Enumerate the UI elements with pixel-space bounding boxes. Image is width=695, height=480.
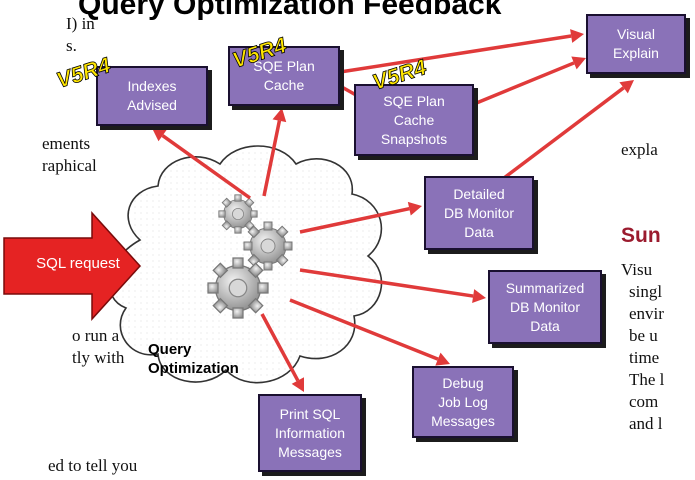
print-sql-line2: Information [274,424,346,441]
section-heading: Sun [621,224,661,247]
print-sql-line3: Messages [278,443,342,460]
indexes-advised-line2: Advised [127,97,177,113]
bg-text-left-3a: o run a [72,326,120,345]
bg-text-right-4: envir [629,304,664,323]
gear-icon-medium [243,221,293,271]
bg-text-left-4: ed to tell you [48,456,138,475]
bg-text-left-1a: I) in [66,14,95,33]
query-optimization-line2: Optimization [148,360,239,377]
summarized-monitor-line1: Summarized [505,279,585,296]
arrow-to-print-sql-info [260,313,304,392]
debug-job-log-line1: Debug [442,374,484,391]
sqe-plan-cache-line1: SQE Plan [253,58,315,74]
summarized-monitor-line3: Data [530,317,560,334]
bg-text-left-3b: tly with [72,348,125,367]
bg-text-right-7: The l [629,370,665,389]
arrow-to-sqe-plan-cache [262,108,287,197]
query-optimization-label: Query Optimization [148,340,239,378]
debug-job-log-line2: Job Log [438,393,488,410]
bg-text-right-3: singl [629,282,663,301]
indexes-advised-box: Indexes Advised [96,66,208,126]
arrow-to-detailed-monitor [299,201,422,234]
bg-text-right-5: be u [629,326,658,345]
sqe-snapshots-line2: Cache [393,111,435,128]
sql-request-label: SQL request [36,255,120,272]
bg-text-left-2a: ements [42,134,91,153]
debug-job-log-line3: Messages [431,412,495,429]
detailed-monitor-line2: DB Monitor [443,204,515,221]
query-optimization-line1: Query [148,341,192,358]
debug-job-log-box: Debug Job Log Messages [412,366,514,438]
bg-text-right-6: time [629,348,660,367]
bg-text-left-2b: raphical [42,156,97,175]
sqe-snapshots-line1: SQE Plan [383,92,445,109]
arrow-snapshots-to-visual-explain [473,56,586,106]
arrow-to-summarized-monitor [299,268,486,303]
bg-text-right-1: expla [621,140,658,159]
indexes-advised-line1: Indexes [127,78,177,94]
arrow-to-debug-job-log [289,298,450,366]
diagram-title: Query Optimization Feedback [78,0,502,21]
gear-icon-small [218,194,258,234]
arrow-detailed-to-visual-explain [502,80,634,180]
sql-request-arrow [3,211,142,321]
summarized-monitor-line2: DB Monitor [509,298,581,315]
detailed-db-monitor-box: Detailed DB Monitor Data [424,176,534,250]
sqe-plan-cache-box: SQE Plan Cache [228,46,340,106]
gear-icon-large [207,257,269,319]
print-sql-info-box: Print SQL Information Messages [258,394,362,472]
visual-explain-box: Visual Explain [586,14,686,74]
arrow-to-indexes-advised [152,128,252,200]
visual-explain-line2: Explain [613,45,659,61]
sqe-plan-cache-snapshots-box: SQE Plan Cache Snapshots [354,84,474,156]
summarized-db-monitor-box: Summarized DB Monitor Data [488,270,602,344]
sqe-plan-cache-line2: Cache [263,77,305,93]
bg-text-right-2: Visu [621,260,653,279]
bg-text-right-9: and l [629,414,663,433]
bg-text-right-8: com [629,392,659,411]
detailed-monitor-line3: Data [464,223,494,240]
detailed-monitor-line1: Detailed [453,185,505,202]
cloud-shape [108,145,383,384]
print-sql-line1: Print SQL [279,405,341,422]
visual-explain-line1: Visual [617,26,655,42]
arrow-plan-cache-to-visual-explain [339,29,584,74]
bg-text-left-1b: s. [66,36,77,55]
sqe-snapshots-line3: Snapshots [380,130,448,147]
